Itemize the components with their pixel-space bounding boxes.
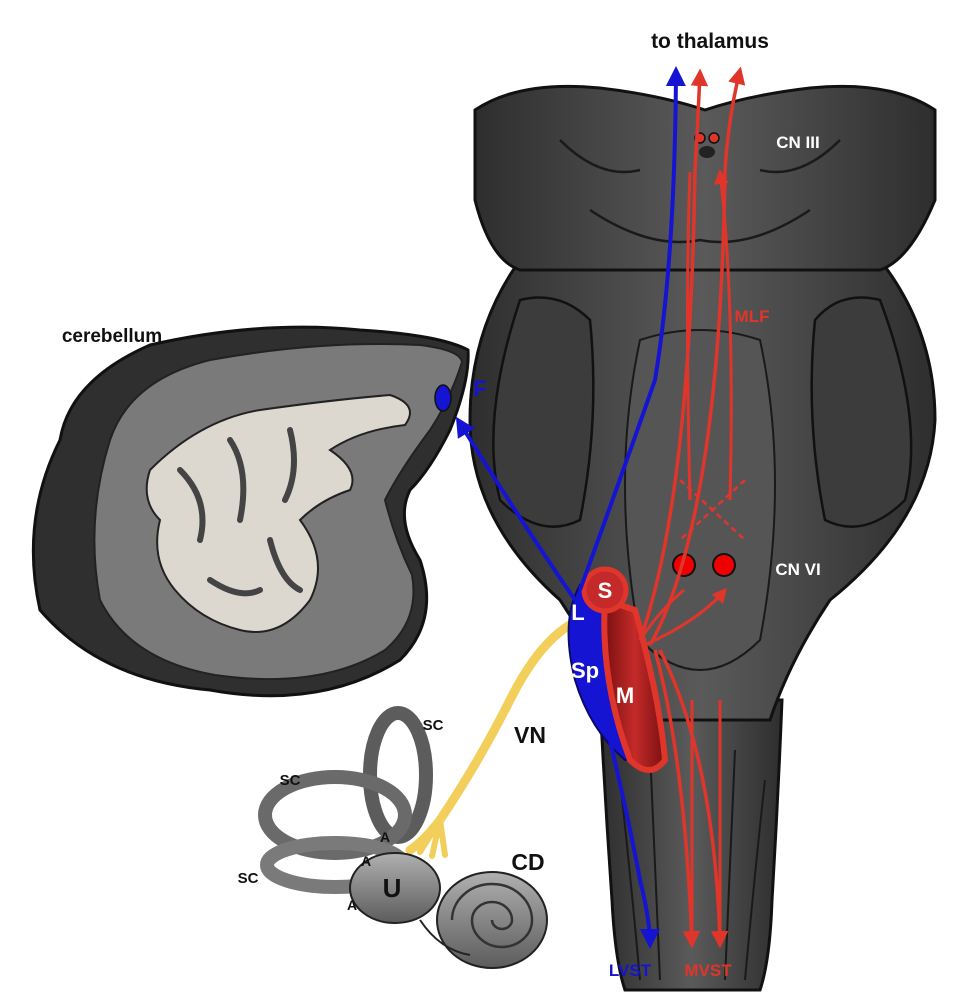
red-pathway-mlf-left — [638, 68, 709, 641]
label-to-thalamus: to thalamus — [651, 30, 769, 53]
red-pathway-mvst-left — [653, 649, 701, 949]
midbrain-fold — [559, 139, 841, 244]
label-sp: Sp — [571, 658, 599, 683]
label-cn-iii: CN III — [776, 133, 819, 152]
medulla-furrow — [619, 749, 766, 981]
arbor-vitae — [145, 393, 411, 633]
red-pathway-cross — [679, 479, 746, 541]
superior-nucleus — [581, 566, 629, 614]
medial-nucleus — [601, 595, 669, 773]
semicircular-canal-posterior — [258, 770, 412, 860]
red-pathway-mlf-inner — [686, 172, 732, 501]
label-a-top: A — [380, 829, 390, 845]
red-pathway-mvst-up — [690, 700, 722, 940]
vestibular-nuclei — [567, 566, 669, 773]
label-sc-left: SC — [280, 772, 301, 789]
label-l: L — [571, 600, 584, 625]
utricle — [349, 852, 441, 924]
blue-pathway-lvst — [598, 699, 660, 949]
left-peduncle — [492, 296, 595, 528]
cerebellum-section — [31, 325, 470, 698]
label-sc-bottom: SC — [238, 870, 259, 887]
blue-pathway-fastigial — [455, 416, 577, 602]
label-f: F — [473, 376, 486, 401]
blue-pathway-thalamus — [578, 66, 686, 591]
label-a-bottom: A — [347, 897, 357, 913]
label-m: M — [616, 683, 634, 708]
label-u: U — [383, 873, 402, 903]
cn-vi-nucleus-right — [712, 553, 736, 577]
label-a-middle: A — [361, 853, 371, 869]
label-cerebellum: cerebellum — [62, 326, 162, 347]
fastigial-nucleus — [434, 384, 452, 412]
folia-lines — [177, 427, 303, 597]
right-peduncle — [810, 296, 913, 528]
midbrain — [473, 84, 937, 272]
label-vn: VN — [514, 722, 546, 748]
red-pathway-cnvi — [638, 590, 725, 647]
label-sc-top: SC — [423, 717, 444, 734]
red-pathway-mvst-right — [658, 649, 729, 949]
vestibular-nerve-branches — [417, 817, 448, 859]
inner-ear — [258, 706, 548, 969]
label-lvst: LVST — [609, 961, 652, 980]
label-cn-vi: CN VI — [775, 560, 820, 579]
label-mvst: MVST — [684, 961, 732, 980]
label-cd: CD — [511, 849, 544, 875]
label-s: S — [598, 578, 613, 603]
cochlea — [419, 871, 548, 969]
vestibular-nerve — [405, 617, 580, 855]
label-mlf: MLF — [735, 307, 770, 326]
red-pathway-mlf-right — [648, 66, 746, 646]
